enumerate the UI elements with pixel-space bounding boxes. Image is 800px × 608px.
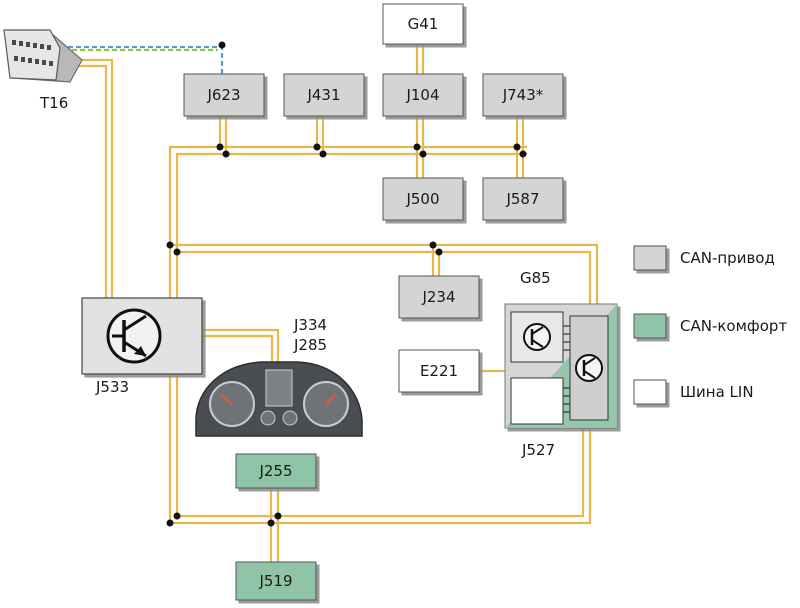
junction-dot	[435, 248, 443, 256]
legend-item-can-comfort: CAN-комфорт	[633, 313, 787, 339]
legend-label-can-comfort: CAN-комфорт	[680, 317, 787, 335]
t16-wire-a	[75, 58, 114, 298]
module-label-j743: J743*	[502, 86, 544, 104]
junction-dot	[413, 143, 421, 151]
module-box	[183, 73, 265, 117]
junction-dot	[419, 150, 427, 158]
transistor-icon	[106, 308, 162, 364]
module-label-j234: J234	[421, 288, 455, 306]
module-box	[482, 177, 564, 221]
legend-item-lin: Шина LIN	[633, 379, 754, 405]
drive-bus-mid-b	[177, 250, 592, 304]
g85-label: G85	[520, 269, 551, 287]
module-j104: J104	[382, 73, 464, 117]
module-j743: J743*	[482, 73, 564, 117]
module-label-e221: E221	[420, 362, 458, 380]
steering-module-j527	[504, 303, 618, 429]
g85-transistor-icon	[523, 323, 551, 351]
module-box	[283, 73, 365, 117]
j234-drop	[431, 245, 441, 276]
diagnostic-connector-icon	[3, 29, 83, 83]
module-e221: E221	[398, 349, 480, 393]
j527-label: J527	[521, 441, 555, 459]
cluster-wire-b	[202, 334, 274, 362]
t16-wire-b	[75, 64, 108, 298]
j533-label: J533	[95, 378, 129, 396]
t16-label: T16	[39, 94, 68, 112]
drive-bus-top-a	[168, 145, 527, 523]
legend-swatch-can-drive	[633, 245, 667, 271]
junction-dot	[222, 150, 230, 158]
module-label-j431: J431	[306, 86, 340, 104]
module-box	[398, 275, 480, 319]
module-box	[482, 73, 564, 117]
j623-drop	[218, 117, 228, 154]
lin-subunit-box	[510, 377, 564, 425]
module-box	[235, 561, 317, 601]
module-box	[235, 453, 317, 489]
junction-dot	[319, 150, 327, 158]
module-label-j104: J104	[405, 86, 439, 104]
module-label-j519: J519	[258, 572, 292, 590]
drive-bus-mid-a	[170, 243, 599, 304]
module-box	[382, 3, 464, 45]
junction-dot	[267, 519, 275, 527]
legend-swatch-can-comfort	[633, 313, 667, 339]
j431-drop	[315, 117, 325, 154]
module-j431: J431	[283, 73, 365, 117]
junction-dot	[429, 241, 437, 249]
module-box	[398, 349, 480, 393]
junction-dot	[166, 241, 174, 249]
drive-bus-top-b	[175, 152, 527, 516]
module-label-j255: J255	[258, 462, 292, 480]
legend-item-can-drive: CAN-привод	[633, 245, 775, 271]
module-j623: J623	[183, 73, 265, 117]
junction-dot	[519, 150, 527, 158]
module-box	[382, 73, 464, 117]
module-label-j623: J623	[206, 86, 240, 104]
legend-swatch-lin	[633, 379, 667, 405]
junction-dots	[166, 41, 527, 527]
j334-label: J334	[293, 316, 327, 334]
comfort-bus-bottom-b	[177, 425, 585, 518]
junction-dot	[513, 143, 521, 151]
module-label-j587: J587	[505, 190, 539, 208]
junction-dot	[173, 248, 181, 256]
module-j519: J519	[235, 561, 317, 601]
junction-dot	[274, 512, 282, 520]
module-g41: G41	[382, 3, 464, 45]
j285-label: J285	[293, 336, 327, 354]
module-label-g41: G41	[408, 15, 439, 33]
legend-label-lin: Шина LIN	[680, 383, 754, 401]
module-j587: J587	[482, 177, 564, 221]
module-j500: J500	[382, 177, 464, 221]
module-box	[382, 177, 464, 221]
gateway-j533	[81, 297, 203, 375]
comfort-bus-bottom-a	[170, 425, 592, 525]
junction-dot	[173, 512, 181, 520]
junction-dot	[218, 41, 226, 49]
legend-label-can-drive: CAN-привод	[680, 249, 775, 267]
junction-dot	[313, 143, 321, 151]
junction-dot	[166, 519, 174, 527]
module-label-j500: J500	[405, 190, 439, 208]
module-j255: J255	[235, 453, 317, 489]
junction-dot	[216, 143, 224, 151]
legend: CAN-привод CAN-комфорт Шина LIN	[633, 245, 787, 405]
instrument-cluster-icon	[195, 361, 363, 437]
j527-transistor-icon	[575, 354, 603, 382]
module-j234: J234	[398, 275, 480, 319]
cluster-wire-a	[202, 328, 280, 362]
